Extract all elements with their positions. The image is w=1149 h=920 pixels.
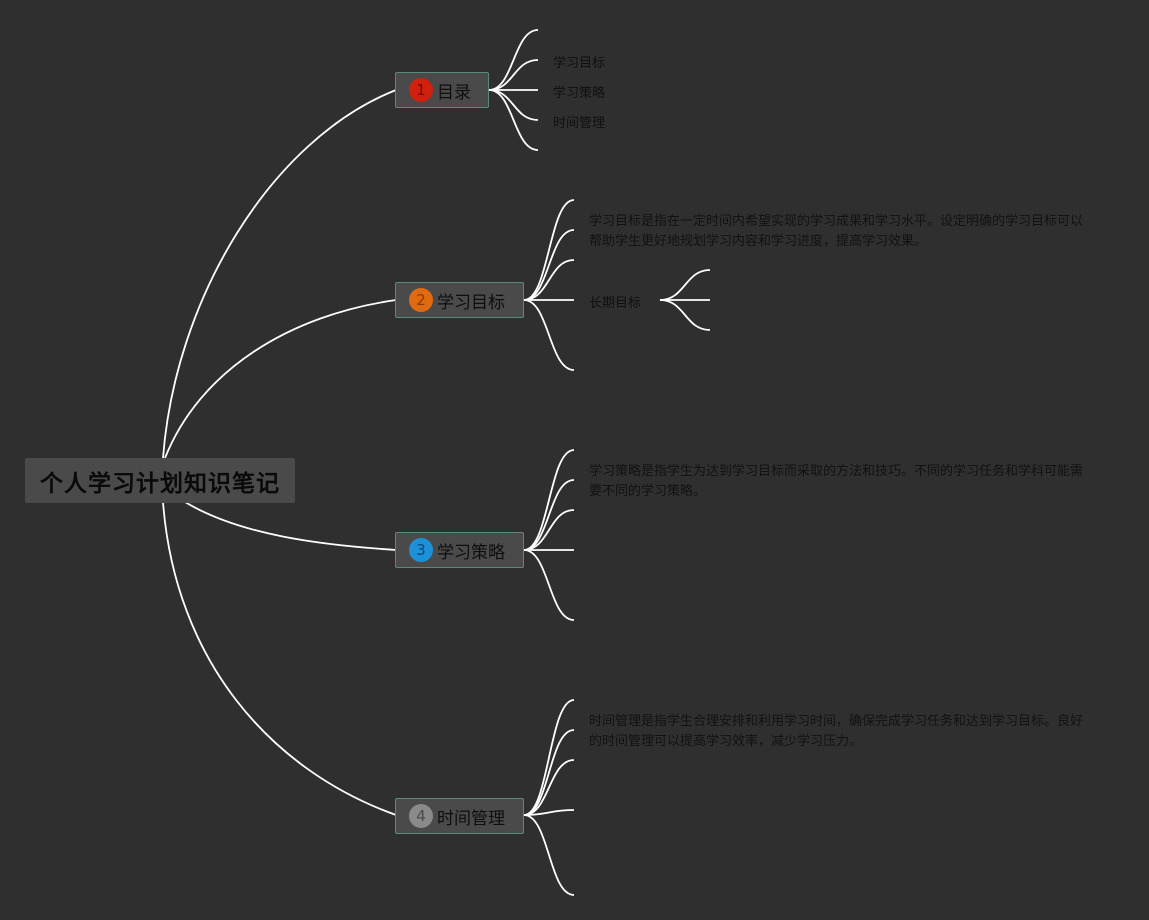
topic-node-time[interactable]: 4 时间管理	[395, 798, 524, 834]
link-time-4	[523, 814, 575, 896]
link-long-term-2	[659, 299, 711, 331]
link-goals-4	[523, 299, 575, 371]
link-time-3	[523, 809, 575, 816]
contents-item-goals[interactable]: 学习目标	[553, 56, 606, 71]
goals-description: 学习目标是指在一定时间内希望实现的学习成果和学习水平。设定明确的学习目标可以帮助…	[589, 214, 1084, 249]
contents-item-strategy[interactable]: 学习策略	[553, 86, 606, 101]
number-badge-4: 4	[409, 804, 433, 828]
link-contents-4	[488, 89, 539, 151]
link-goals-0	[523, 199, 575, 301]
link-strategy-2	[523, 509, 575, 551]
link-contents-0	[488, 29, 539, 91]
contents-item-time[interactable]: 时间管理	[553, 116, 606, 131]
topic-label-time: 时间管理	[437, 808, 505, 829]
link-strategy-4	[523, 549, 575, 621]
topic-node-goals[interactable]: 2 学习目标	[395, 282, 524, 318]
topic-label-strategy: 学习策略	[437, 542, 505, 563]
link-goals-2	[523, 259, 575, 301]
strategy-description: 学习策略是指学生为达到学习目标而采取的方法和技巧。不同的学习任务和学科可能需要不…	[589, 464, 1084, 499]
number-badge-3: 3	[409, 538, 433, 562]
link-contents-3	[488, 89, 539, 121]
link-time-2	[523, 759, 575, 816]
time-description: 时间管理是指学生合理安排和利用学习时间，确保完成学习任务和达到学习目标。良好的时…	[589, 714, 1084, 749]
root-node[interactable]: 个人学习计划知识笔记	[25, 458, 295, 503]
link-goals-1	[523, 229, 575, 301]
link-long-term-0	[659, 269, 711, 301]
goals-sub-long-term[interactable]: 长期目标	[589, 296, 642, 311]
topic-label-contents: 目录	[437, 82, 471, 103]
number-badge-1: 1	[409, 78, 433, 102]
link-strategy-0	[523, 449, 575, 551]
link-root-time	[162, 501, 397, 816]
link-root-strategy	[184, 501, 397, 551]
root-label: 个人学习计划知识笔记	[40, 470, 280, 497]
link-time-1	[523, 729, 575, 816]
link-contents-1	[488, 59, 539, 91]
link-root-goals	[164, 299, 397, 459]
topic-label-goals: 学习目标	[437, 292, 505, 313]
topic-node-strategy[interactable]: 3 学习策略	[395, 532, 524, 568]
link-strategy-1	[523, 479, 575, 551]
link-root-contents	[162, 89, 397, 459]
number-badge-2: 2	[409, 288, 433, 312]
topic-node-contents[interactable]: 1 目录	[395, 72, 489, 108]
link-time-0	[523, 699, 575, 816]
